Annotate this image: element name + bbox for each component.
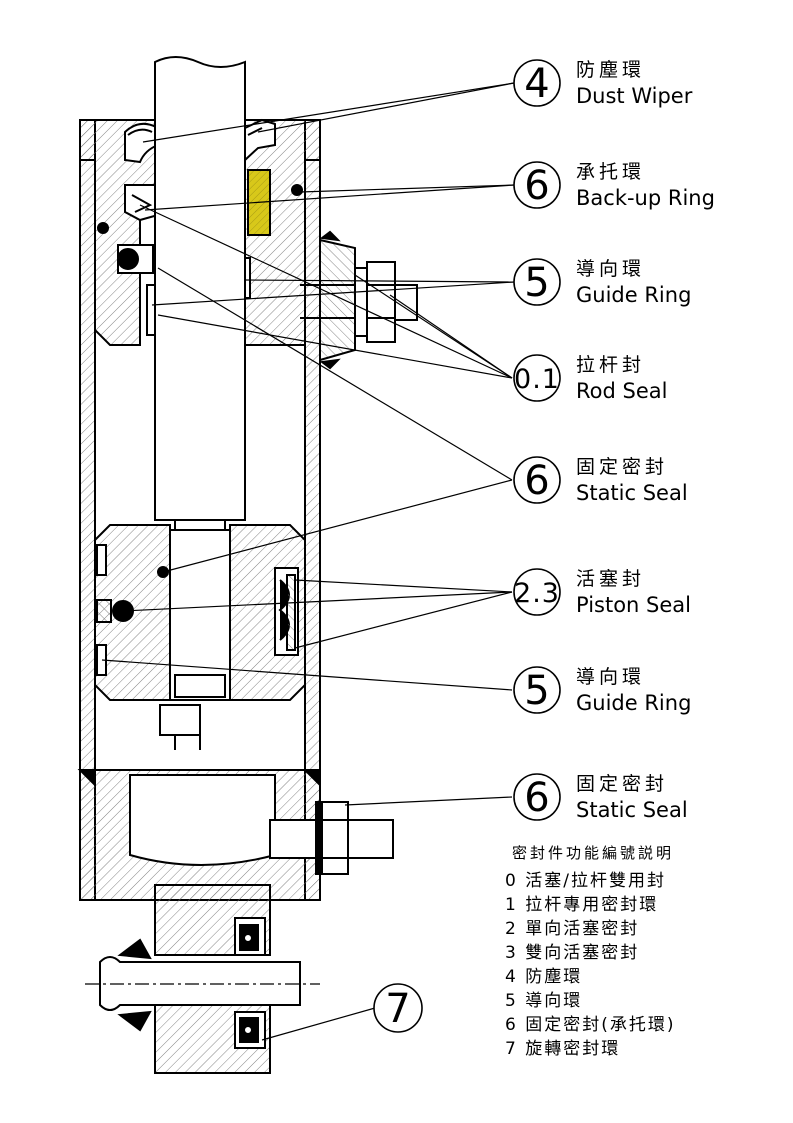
callout-zh-label: 固定密封: [576, 456, 668, 478]
callout-en-label: Dust Wiper: [576, 84, 693, 108]
callout-zh-label: 防塵環: [576, 59, 645, 81]
legend-title: 密封件功能編號説明: [512, 844, 674, 862]
legend: 密封件功能編號説明 0 活塞/拉杆雙用封 1 拉杆專用密封環 2 單向活塞密封 …: [505, 844, 675, 1059]
callout-zh-label: 固定密封: [576, 773, 668, 795]
callout-number: 7: [385, 986, 410, 1032]
callout-en-label: Guide Ring: [576, 283, 691, 307]
rotary-seal-detail: [85, 884, 320, 1074]
callout-number: 0.1: [514, 364, 560, 395]
legend-item: 7 旋轉密封環: [505, 1039, 620, 1059]
callout-zh-label: 活塞封: [576, 568, 645, 590]
callout-en-label: Guide Ring: [576, 691, 691, 715]
callout-en-label: Static Seal: [576, 481, 688, 505]
callout-zh-label: 導向環: [576, 666, 645, 688]
callout-labels: 4 6 5 0.1 6 2.3 5 6 7: [385, 61, 560, 1032]
callout-number: 5: [524, 260, 549, 306]
callout-circles: [373, 59, 561, 1033]
callout-en-label: Static Seal: [576, 798, 688, 822]
callout-zh-label: 拉杆封: [576, 354, 645, 376]
callout-number: 6: [524, 775, 549, 821]
callout-number: 5: [524, 668, 549, 714]
callout-zh-label: 導向環: [576, 258, 645, 280]
legend-item: 4 防塵環: [505, 967, 582, 987]
callout-en-label: Piston Seal: [576, 593, 691, 617]
piston: [94, 524, 306, 750]
end-cap: [77, 769, 394, 901]
callout-zh-label: 承托環: [576, 161, 645, 183]
legend-item: 2 單向活塞密封: [505, 919, 639, 939]
legend-item: 3 雙向活塞密封: [505, 943, 639, 963]
legend-item: 0 活塞/拉杆雙用封: [505, 871, 666, 891]
callout-en-label: Back-up Ring: [576, 186, 715, 210]
legend-item: 6 固定密封(承托環): [505, 1015, 675, 1035]
callout-number: 4: [524, 61, 549, 107]
legend-item: 1 拉杆專用密封環: [505, 895, 658, 915]
callout-en-label: Rod Seal: [576, 379, 667, 403]
callout-descriptions: 防塵環 Dust Wiper 承托環 Back-up Ring 導向環 Guid…: [576, 59, 715, 822]
legend-item: 5 導向環: [505, 991, 582, 1011]
callout-number: 2.3: [514, 578, 560, 609]
callout-number: 6: [524, 458, 549, 504]
top-port: [300, 230, 418, 370]
callout-number: 6: [524, 163, 549, 209]
leader-lines: [101, 82, 515, 1041]
